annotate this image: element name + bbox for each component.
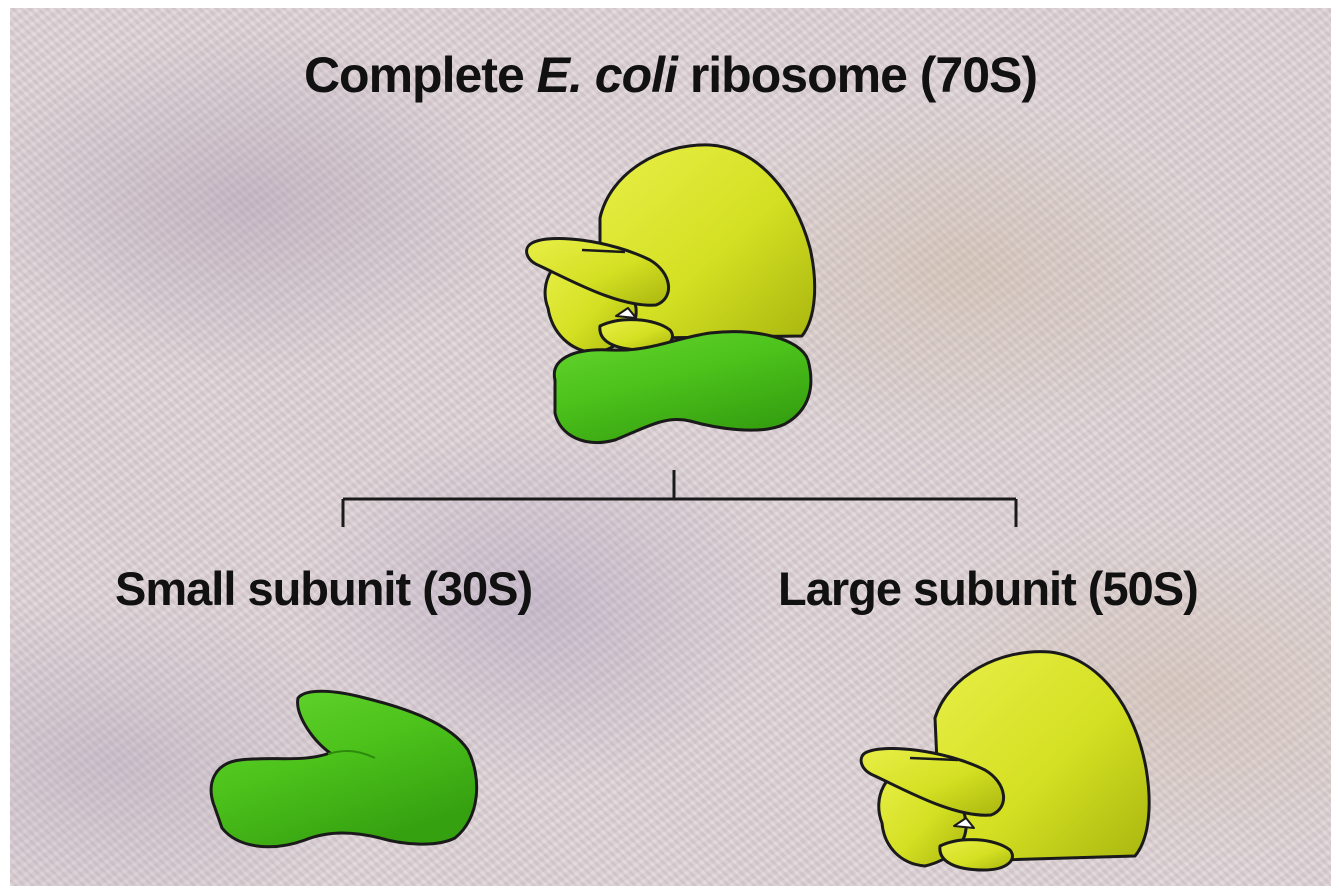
title-suffix: ribosome (70S) <box>689 47 1038 103</box>
large-subunit-part <box>525 143 817 355</box>
small-subunit-label: Small subunit (30S) <box>115 562 533 615</box>
title-species: E. coli <box>536 47 678 103</box>
large-subunit-50s <box>859 650 1151 872</box>
complete-ribosome-70s <box>525 143 817 444</box>
large-subunit-label: Large subunit (50S) <box>778 562 1199 615</box>
diagram-graphics <box>209 143 1151 872</box>
small-subunit-30s <box>209 689 479 849</box>
small-subunit-part <box>552 330 813 444</box>
diagram-canvas: Complete E. coli ribosome (70S) Small su… <box>10 8 1331 886</box>
title-prefix: Complete <box>303 47 525 103</box>
diagram-title: Complete E. coli ribosome (70S) <box>10 46 1331 104</box>
connector-lines <box>341 470 1018 527</box>
